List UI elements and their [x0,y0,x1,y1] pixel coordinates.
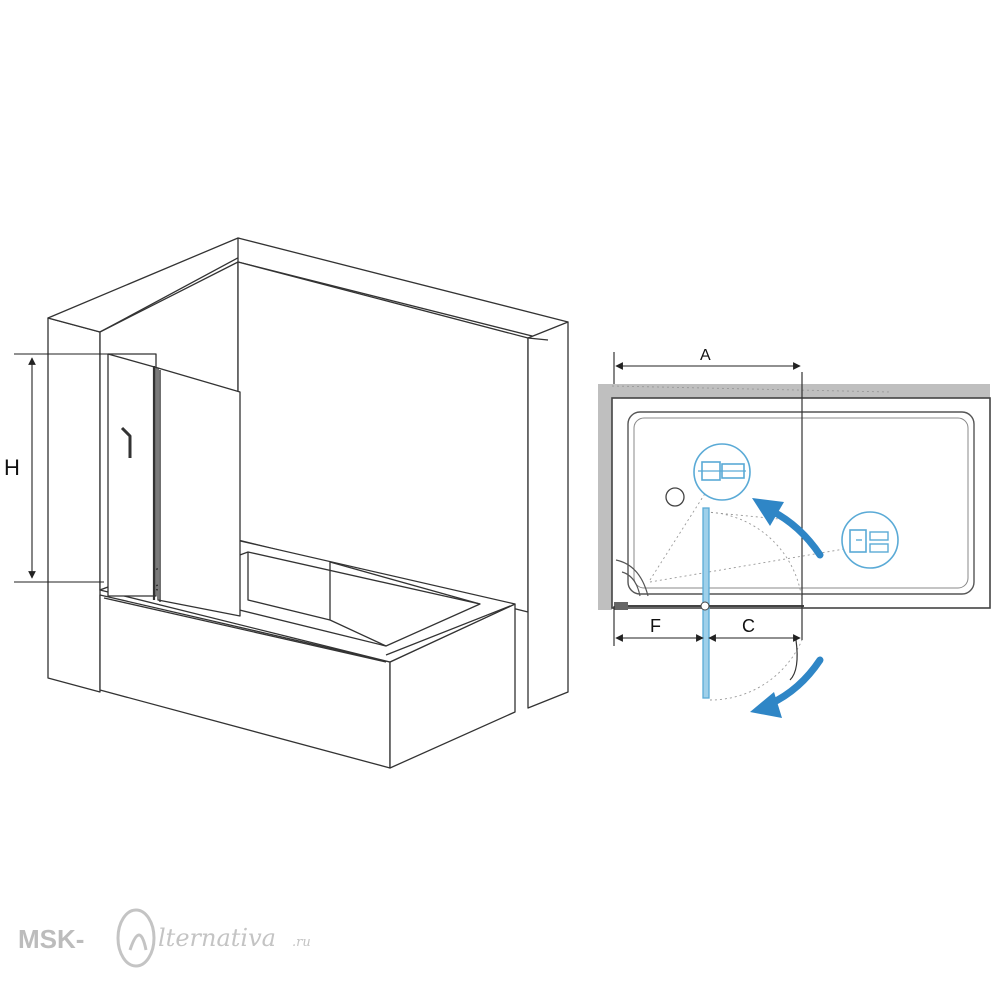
fixed-dimension [613,606,704,646]
fixed-label: F [650,616,661,636]
drain-icon [665,487,685,507]
brand-prefix: MSK- [18,924,84,954]
profile-detail-icon [841,511,899,569]
handle-icon [120,426,132,458]
height-label: H [4,455,20,480]
plan-side-wall [598,384,612,610]
fixed-glass-panel [107,353,157,597]
left-wall [47,317,101,693]
swing-glass-panel [157,367,241,617]
plan-view [598,372,991,718]
height-dimension [14,353,108,583]
brand-domain: .ru [292,935,311,950]
width-dimension [613,352,801,384]
plan-tub-outer [611,397,991,609]
brand-script: lternativa [158,924,276,952]
rotate-outward-arrow-icon [766,656,824,708]
width-label: A [700,347,711,364]
perspective-view [47,237,569,769]
hinge-detail-icon [693,443,751,501]
swing-label: C [742,616,755,636]
at-logo-icon [116,908,156,968]
brand-watermark: MSK- lternativa .ru [18,908,311,968]
right-wall [527,321,569,709]
plan-back-wall [598,384,990,398]
